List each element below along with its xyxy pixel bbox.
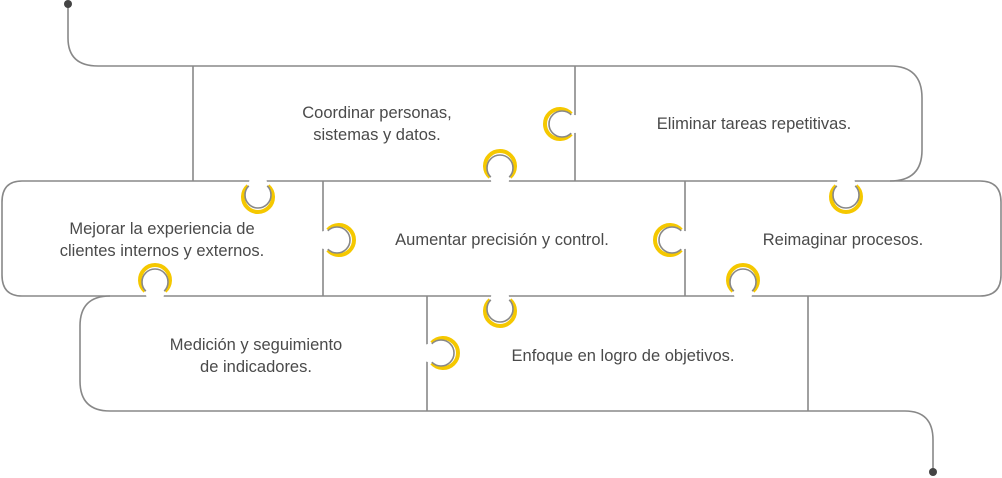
knob-accent <box>326 223 356 257</box>
knob-outline <box>327 226 351 254</box>
knob-outline <box>729 268 757 292</box>
piece-label-aumentar: Aumentar precisión y control. <box>395 231 609 249</box>
knob-accent <box>430 336 460 370</box>
knob-outline <box>548 110 572 138</box>
knob-outline <box>141 268 169 292</box>
knob-outline <box>244 185 272 209</box>
end-dot <box>929 468 937 476</box>
piece-label-enfoque: Enfoque en logro de objetivos. <box>511 347 735 365</box>
row3-outline <box>79 295 934 472</box>
knob-accent <box>241 184 275 214</box>
row2-outline <box>1 180 1002 297</box>
piece-label-eliminar: Eliminar tareas repetitivas. <box>656 115 852 133</box>
knob-accent <box>138 263 172 293</box>
knob-outline <box>486 154 514 178</box>
puzzle-knobs <box>138 107 863 370</box>
connector-line-top <box>67 4 923 182</box>
start-dot <box>64 0 72 8</box>
knob-accent <box>483 149 517 179</box>
knob-accent <box>726 263 760 293</box>
knob-accent <box>543 107 573 141</box>
knob-accent <box>829 184 863 214</box>
knob-accent <box>483 298 517 328</box>
knob-outline <box>486 299 514 323</box>
knob-outline <box>658 226 682 254</box>
knob-outline <box>431 339 455 367</box>
piece-label-coordinar: Coordinar personas,sistemas y datos. <box>302 104 452 144</box>
knob-accent <box>653 223 683 257</box>
piece-label-reimaginar: Reimaginar procesos. <box>762 231 924 249</box>
knob-outline <box>832 185 860 209</box>
